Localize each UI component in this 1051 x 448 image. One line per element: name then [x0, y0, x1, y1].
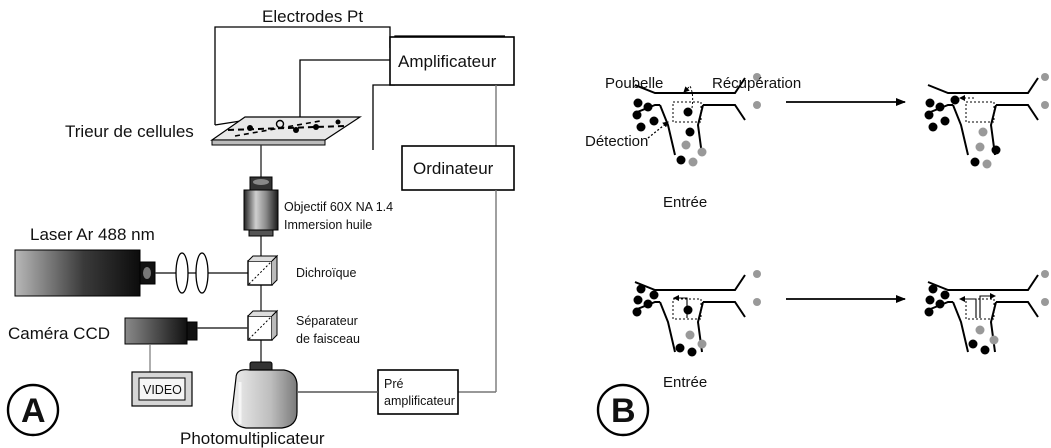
detection-arrow: [647, 121, 669, 139]
cell-sorter-chip: [210, 116, 363, 146]
amplificateur-box: [389, 36, 515, 86]
dichroique-label: Dichroïque: [296, 266, 356, 280]
dichroic-cube: [247, 254, 279, 286]
separateur-label-1: Séparateur: [296, 314, 358, 328]
chip-bottom-left: [634, 274, 746, 353]
video-label: VIDEO: [143, 383, 182, 397]
chip-bottom-right: [927, 274, 1039, 353]
chip-top-right-cells: [924, 73, 1049, 169]
beam-splitter-cube: [247, 309, 279, 341]
chip-bottom-right-cells: [924, 270, 1049, 355]
ordinateur-box: [401, 145, 515, 191]
svg-text:B: B: [611, 392, 636, 430]
svg-text:A: A: [21, 392, 46, 430]
laser-source: [14, 249, 156, 297]
amplificateur-label: Amplificateur: [398, 52, 497, 71]
recuperation-label: Récupération: [712, 75, 801, 92]
laser-label: Laser Ar 488 nm: [30, 225, 155, 244]
objectif-label-2: Immersion huile: [284, 218, 372, 232]
panel-a-label: A: [6, 383, 60, 437]
electrodes-label: Electrodes Pt: [262, 7, 363, 26]
pre-amplificateur-label-1: Pré: [384, 377, 404, 391]
entree-top-label: Entrée: [663, 194, 707, 211]
objectif-label-1: Objectif 60X NA 1.4: [284, 200, 393, 214]
trieur-label: Trieur de cellules: [65, 122, 194, 141]
lens-1: [175, 252, 189, 294]
panel-b-label: B: [596, 383, 650, 437]
panel-b: Poubelle Récupération Détection Entrée: [585, 73, 1049, 437]
panel-a: Amplificateur Electrodes Pt Ordinateur P…: [6, 7, 515, 448]
detection-label: Détection: [585, 133, 648, 150]
chip-top-left-cells: [632, 73, 761, 167]
video-monitor: VIDEO: [131, 371, 193, 407]
chip-top-right: [927, 77, 1039, 156]
ccd-camera: [124, 317, 248, 345]
camera-label: Caméra CCD: [8, 324, 110, 343]
pre-amplificateur-label-2: amplificateur: [384, 394, 455, 408]
chip-top-left: [634, 77, 746, 156]
separateur-label-2: de faisceau: [296, 332, 360, 346]
chip-bottom-left-cells: [632, 270, 761, 357]
photomultiplier: [231, 361, 298, 429]
photomultiplicateur-label: Photomultiplicateur: [180, 429, 325, 448]
pre-amplificateur-box: [377, 369, 459, 415]
objective-lens: [243, 176, 279, 237]
ordinateur-label: Ordinateur: [413, 159, 494, 178]
lens-2: [195, 252, 209, 294]
poubelle-label: Poubelle: [605, 75, 663, 92]
entree-bottom-label: Entrée: [663, 374, 707, 391]
